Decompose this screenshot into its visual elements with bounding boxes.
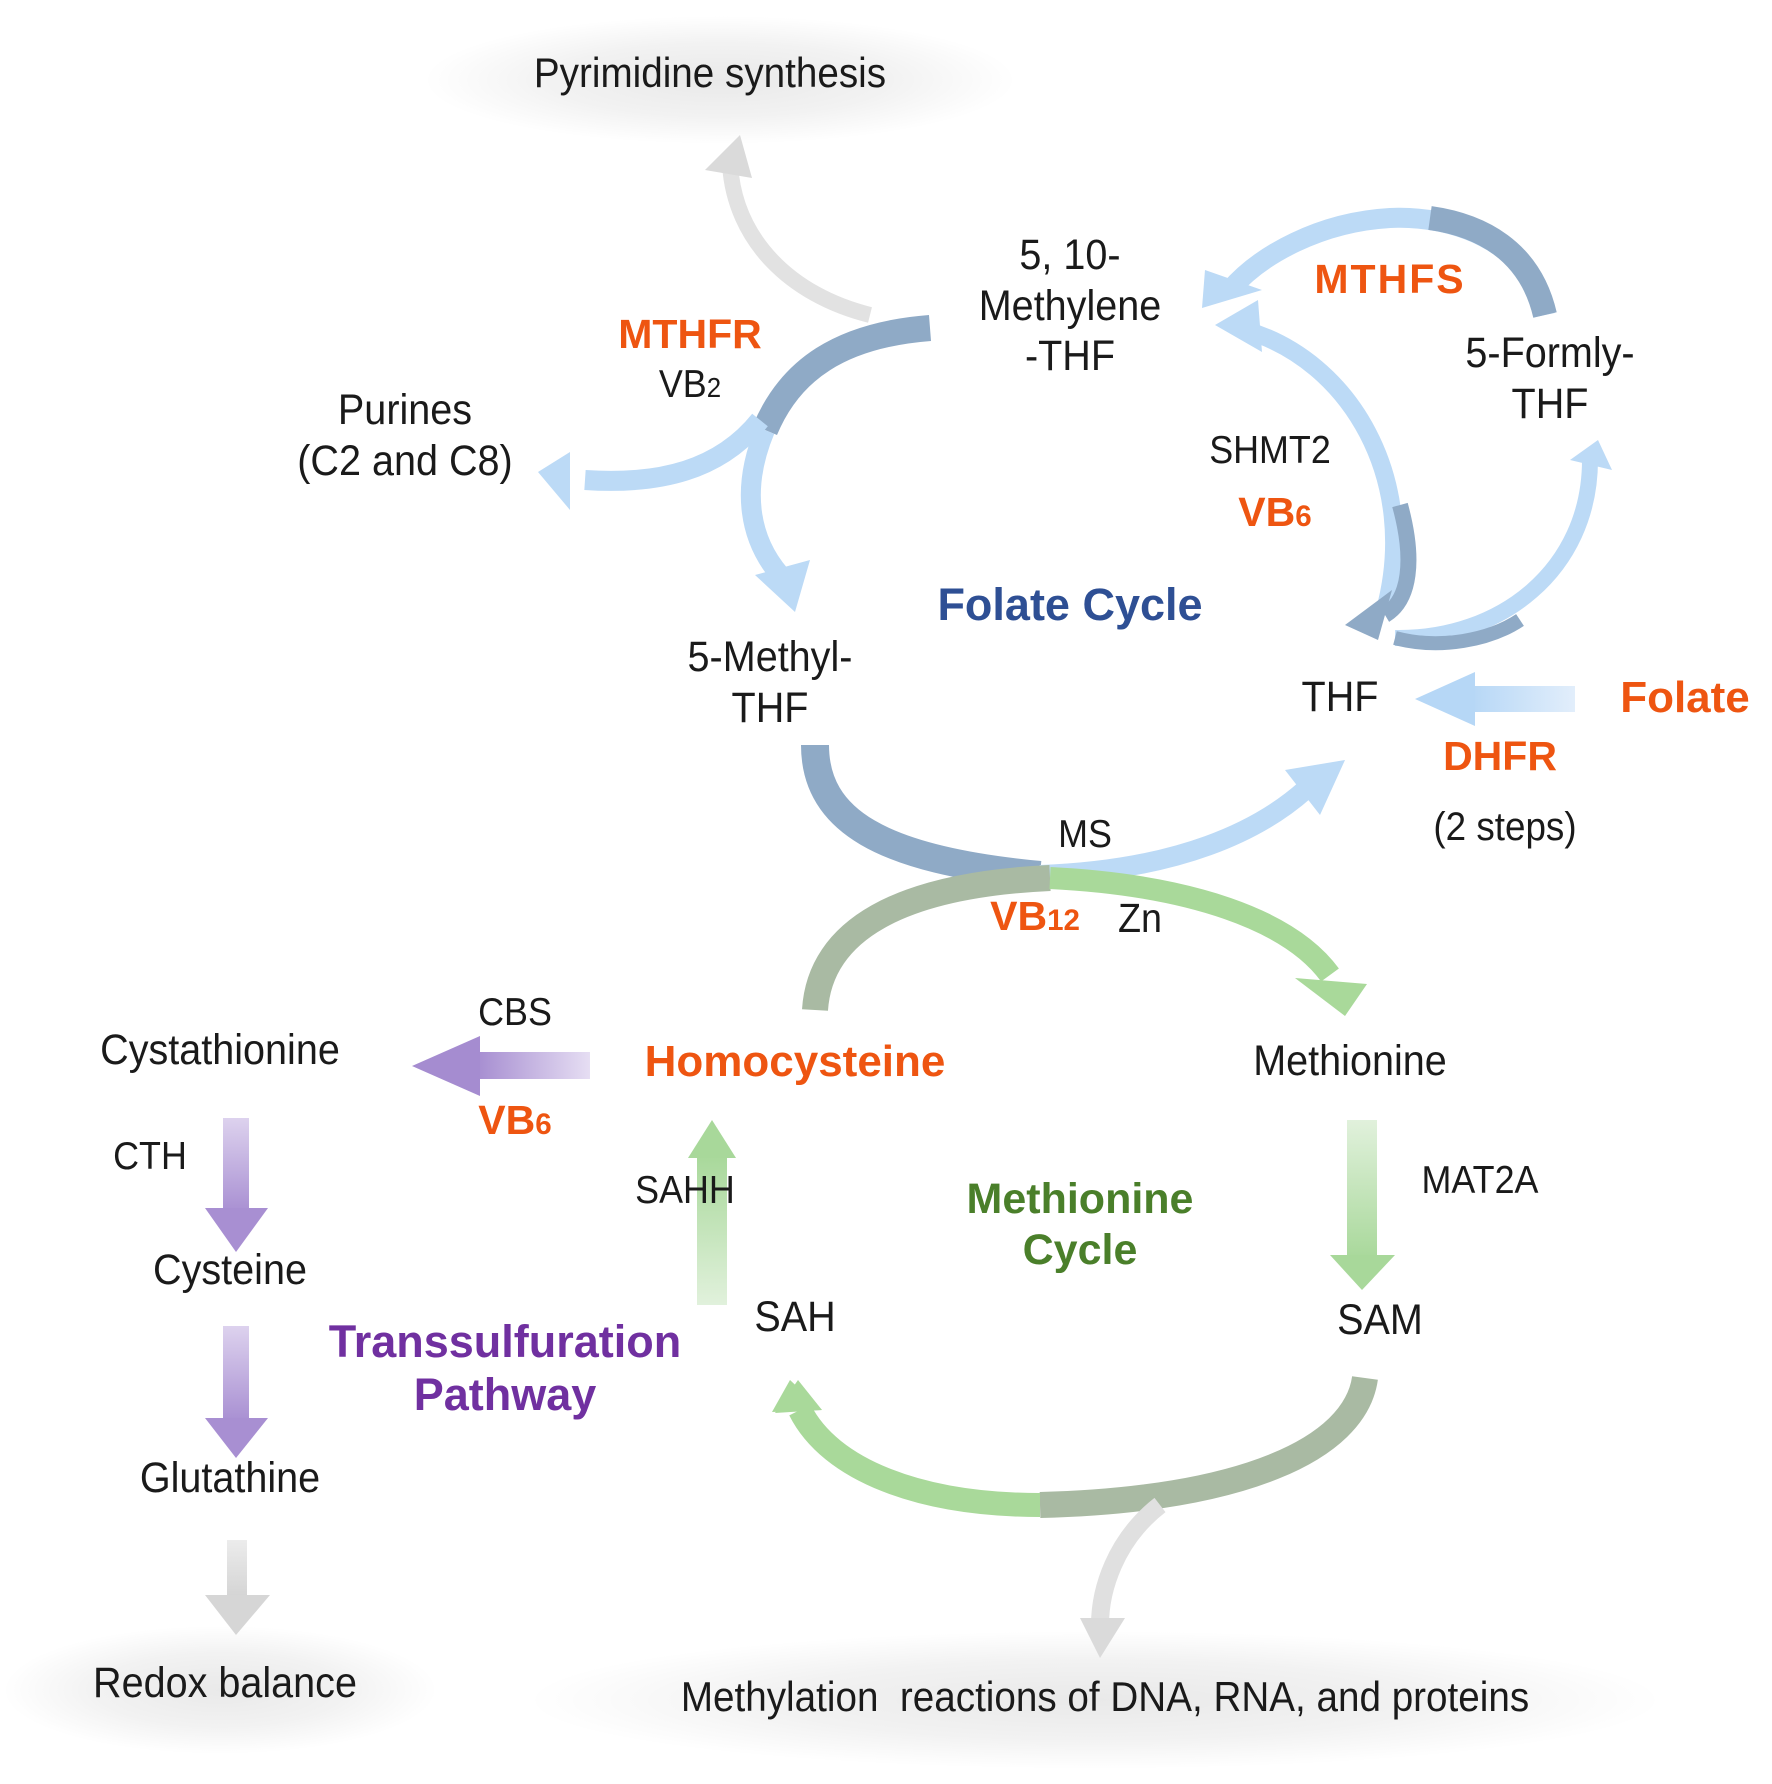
arrow-cbs — [412, 1036, 590, 1096]
arrow-to-formyl-thf — [1393, 440, 1612, 651]
cofactor-vb2: VB2 — [626, 362, 755, 408]
arrow-to-purines — [538, 413, 768, 510]
arrow-ms-left — [801, 744, 1042, 889]
methylation-glow — [520, 1630, 1670, 1770]
methylene-thf-line-3: -THF — [1024, 332, 1116, 381]
vb2-base: VB — [658, 363, 707, 406]
arrow-homocysteine-arc — [802, 865, 1051, 1012]
enzyme-shmt2: SHMT2 — [1209, 429, 1331, 472]
cofactor-vb6-shmt2: VB6 — [1210, 488, 1340, 536]
methylene-thf-line-1: 5, 10- — [1019, 231, 1121, 279]
transsulfuration-line-2: Pathway — [413, 1369, 597, 1421]
title-methionine-cycle: Methionine Cycle — [930, 1174, 1230, 1275]
methyl-thf-line-2: THF — [731, 683, 809, 732]
methylene-thf-line-2: Methylene — [978, 281, 1162, 330]
enzyme-mthfs: MTHFS — [1314, 256, 1466, 302]
label-purines: Purines (C2 and C8) — [267, 385, 543, 486]
label-sah: SAH — [754, 1293, 836, 1341]
label-sam: SAM — [1337, 1296, 1423, 1344]
arrow-cth — [205, 1118, 268, 1252]
arrow-shmt2 — [1215, 300, 1403, 613]
enzyme-mat2a: MAT2A — [1421, 1159, 1539, 1202]
label-dhfr-note: (2 steps) — [1433, 805, 1577, 849]
title-folate-cycle: Folate Cycle — [937, 579, 1203, 630]
label-methyl-thf: 5-Methyl- THF — [650, 632, 889, 733]
cofactor-vb6-cbs: VB6 — [455, 1096, 575, 1144]
arrow-to-redox — [205, 1540, 270, 1635]
redox-glow — [0, 1625, 440, 1755]
arrow-mthfr-arc — [753, 315, 932, 436]
transsulfuration-line-1: Transsulfuration — [328, 1316, 682, 1367]
vb6-cbs-base: VB — [478, 1097, 536, 1143]
methionine-cycle-line-2: Cycle — [1022, 1225, 1138, 1274]
arrow-cysteine-to-glutathine — [205, 1326, 268, 1458]
purines-line-2: (C2 and C8) — [297, 436, 513, 485]
label-cysteine: Cysteine — [153, 1246, 307, 1294]
label-homocysteine: Homocysteine — [644, 1037, 946, 1086]
enzyme-cbs: CBS — [478, 991, 552, 1034]
label-glutathine: Glutathine — [139, 1454, 321, 1502]
label-thf: THF — [1301, 673, 1379, 721]
label-methylation-reactions: Methylation reactions of DNA, RNA, and p… — [680, 1673, 1530, 1720]
methyl-thf-line-1: 5-Methyl- — [687, 633, 853, 681]
enzyme-cth: CTH — [113, 1135, 187, 1178]
label-redox-balance: Redox balance — [93, 1659, 357, 1707]
label-cystathionine: Cystathionine — [100, 1026, 340, 1074]
label-methionine: Methionine — [1253, 1037, 1447, 1085]
arrow-mat2a — [1330, 1120, 1395, 1290]
vb6-cbs-sub: 6 — [535, 1108, 552, 1141]
arrow-to-methylation — [1080, 1497, 1166, 1658]
arrow-sahh — [688, 1120, 736, 1305]
enzyme-ms: MS — [1058, 813, 1112, 856]
label-formyl-thf: 5-Formly- THF — [1430, 328, 1669, 429]
arrow-to-pyrimidine — [705, 135, 872, 323]
purines-line-1: Purines — [337, 386, 473, 434]
cofactor-vb12: VB12 — [975, 892, 1095, 940]
formyl-thf-line-2: THF — [1511, 379, 1589, 428]
label-folate: Folate — [1620, 673, 1750, 722]
enzyme-sahh: SAHH — [635, 1169, 735, 1212]
vb12-base: VB — [990, 893, 1048, 939]
arrow-mthfs — [1202, 206, 1557, 319]
arrow-sam-to-sah — [772, 1375, 1378, 1518]
formyl-thf-line-1: 5-Formly- — [1465, 329, 1635, 377]
methionine-cycle-line-1: Methionine — [966, 1175, 1194, 1223]
enzyme-mthfr: MTHFR — [618, 311, 762, 357]
vb6-shmt2-base: VB — [1238, 489, 1296, 535]
label-methylene-thf: 5, 10- Methylene -THF — [932, 230, 1208, 382]
vb12-sub: 12 — [1047, 904, 1080, 937]
vb6-shmt2-sub: 6 — [1295, 500, 1312, 533]
label-pyrimidine-synthesis: Pyrimidine synthesis — [533, 49, 887, 96]
vb2-sub: 2 — [706, 372, 722, 403]
cofactor-zn: Zn — [1117, 895, 1163, 941]
arrow-to-methyl-thf — [740, 426, 810, 612]
arrow-folate-to-thf — [1415, 672, 1575, 726]
arrow-into-thf — [1345, 502, 1417, 640]
enzyme-dhfr: DHFR — [1443, 733, 1557, 779]
title-transsulfuration-pathway: Transsulfuration Pathway — [305, 1315, 705, 1421]
arrow-to-methionine — [1049, 867, 1367, 1016]
pyrimidine-glow — [420, 15, 1020, 145]
